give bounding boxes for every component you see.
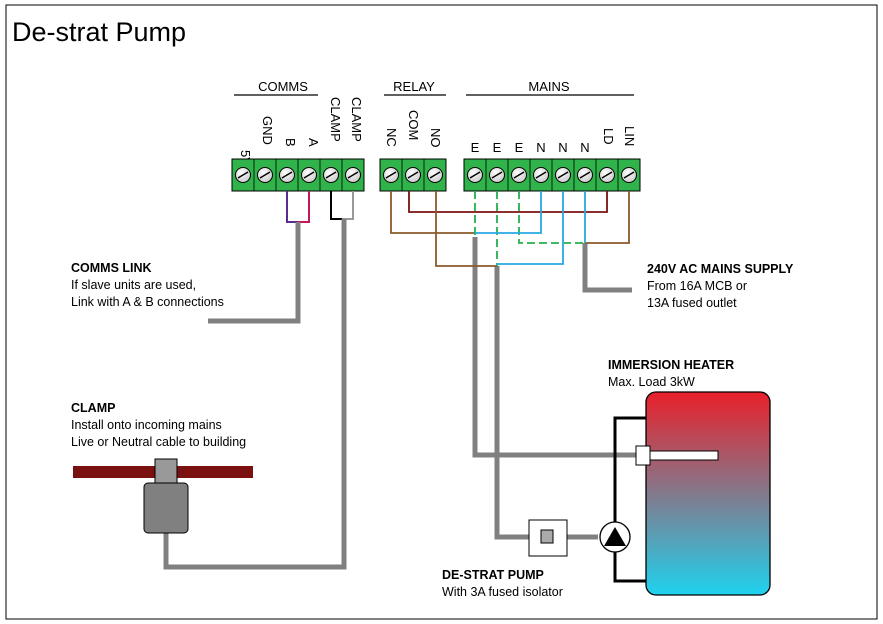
terminal-label-n-2: N xyxy=(558,140,567,155)
wire-comms-a xyxy=(298,191,310,223)
group-label-mains: MAINS xyxy=(528,79,570,94)
note-comms-heading: COMMS LINK xyxy=(71,261,152,275)
hot-water-tank xyxy=(645,391,771,596)
terminal-label-e-3: E xyxy=(515,140,524,155)
immersion-heater-element xyxy=(649,450,719,461)
screw-slot-comms-5 xyxy=(325,171,337,179)
wire-neutral-2 xyxy=(497,191,564,265)
screw-slot-comms-2 xyxy=(259,171,271,179)
terminal-block-comms xyxy=(231,158,365,192)
note-clamp-line2: Live or Neutral cable to building xyxy=(71,435,246,449)
terminal-screws xyxy=(235,167,637,183)
page-title: De-strat Pump xyxy=(12,17,186,47)
note-destrat-line1: With 3A fused isolator xyxy=(442,585,563,599)
screw-slot-relay-2 xyxy=(407,171,419,179)
terminal-label-a: A xyxy=(306,138,321,147)
wire-lin-supply xyxy=(585,191,630,244)
terminal-label-gnd: GND xyxy=(260,116,275,145)
note-comms-line2: Link with A & B connections xyxy=(71,295,224,309)
terminal-label-com: COM xyxy=(406,110,421,140)
cable-comms-link xyxy=(208,222,301,324)
screw-slot-comms-1 xyxy=(237,171,249,179)
note-immersion-heading: IMMERSION HEATER xyxy=(608,358,734,372)
screw-slot-mains-5 xyxy=(557,171,569,179)
note-supply-line2: 13A fused outlet xyxy=(647,296,737,310)
terminal-label-clamp-2: CLAMP xyxy=(349,97,364,142)
terminal-label-lin: LIN xyxy=(622,126,637,146)
note-supply-heading: 240V AC MAINS SUPPLY xyxy=(647,262,794,276)
group-label-comms: COMMS xyxy=(258,79,308,94)
screw-slot-comms-3 xyxy=(281,171,293,179)
screw-slot-mains-3 xyxy=(513,171,525,179)
terminal-label-clamp-1: CLAMP xyxy=(328,97,343,142)
screw-slot-mains-1 xyxy=(469,171,481,179)
note-comms-line1: If slave units are used, xyxy=(71,278,196,292)
immersion-heater-boss xyxy=(635,445,651,466)
screw-slot-mains-6 xyxy=(579,171,591,179)
wire-clamp-1 xyxy=(330,191,342,220)
screw-slot-mains-2 xyxy=(491,171,503,179)
wire-nc-live xyxy=(390,191,475,234)
note-supply-line1: From 16A MCB or xyxy=(647,279,747,293)
terminal-label-ld: LD xyxy=(601,128,616,145)
wire-neutral-1 xyxy=(475,191,542,234)
clamp-body xyxy=(143,482,189,534)
cable-clamp xyxy=(163,219,347,570)
wire-com-ld xyxy=(408,191,608,213)
note-clamp-heading: CLAMP xyxy=(71,401,115,415)
terminal-label-e-2: E xyxy=(493,140,502,155)
screw-slot-mains-7 xyxy=(601,171,613,179)
cable-destrat-1 xyxy=(494,266,529,540)
screw-slot-relay-1 xyxy=(385,171,397,179)
cable-immersion xyxy=(472,237,636,458)
note-destrat-heading: DE-STRAT PUMP xyxy=(442,568,544,582)
isolator-switch-icon xyxy=(540,529,554,544)
screw-slot-comms-4 xyxy=(303,171,315,179)
group-label-relay: RELAY xyxy=(393,79,435,94)
pump-arrow-icon xyxy=(604,527,626,546)
screw-slot-mains-8 xyxy=(623,171,635,179)
note-clamp-line1: Install onto incoming mains xyxy=(71,418,222,432)
terminal-label-nc: NC xyxy=(384,128,399,147)
wire-comms-b xyxy=(286,191,298,223)
screw-slot-comms-6 xyxy=(347,171,359,179)
terminal-label-b: B xyxy=(283,138,298,147)
terminal-label-no: NO xyxy=(428,128,443,148)
screw-slot-relay-3 xyxy=(429,171,441,179)
clamp-jaw xyxy=(154,458,178,485)
terminal-label-n-1: N xyxy=(536,140,545,155)
terminal-label-n-3: N xyxy=(580,140,589,155)
wire-no-live xyxy=(435,191,497,267)
note-immersion-line1: Max. Load 3kW xyxy=(608,375,695,389)
terminal-label-e-1: E xyxy=(471,140,480,155)
screw-slot-mains-4 xyxy=(535,171,547,179)
pump-pipe-loop xyxy=(613,416,646,583)
cable-mains-supply xyxy=(582,243,632,293)
